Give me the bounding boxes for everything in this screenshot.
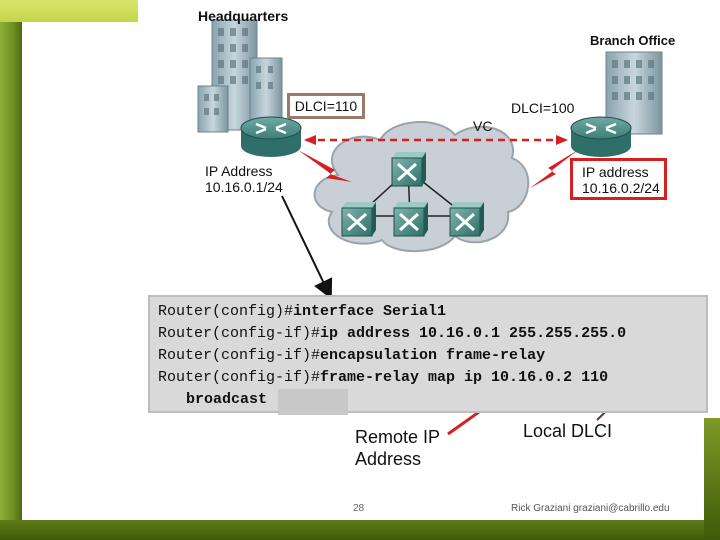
hq-router-icon — [240, 116, 302, 157]
hq-ip-label: IP Address 10.16.0.1/24 — [205, 163, 283, 195]
virtual-circuit-line — [304, 135, 568, 145]
branch-office-label: Branch Office — [590, 33, 676, 48]
cli-prompt: Router(config-if)# — [158, 325, 321, 342]
hq-ip-value: 10.16.0.1/24 — [205, 179, 283, 195]
cli-command: interface Serial1 — [293, 303, 447, 320]
cli-prompt: Router(config)# — [158, 303, 294, 320]
remote-ip-line1: Remote IP — [355, 427, 441, 447]
hq-dlci-label: DLCI=110 — [287, 93, 365, 119]
config-pointer-arrow — [281, 195, 333, 300]
slide-bottom-border — [0, 520, 720, 540]
hq-ip-title: IP Address — [205, 163, 273, 179]
cli-command: frame-relay map ip 10.16.0.2 110 — [320, 369, 609, 386]
slide-left-border — [0, 0, 22, 540]
branch-dlci-label: DLCI=100 — [511, 100, 575, 116]
frame-relay-switch-icon — [341, 152, 484, 237]
headquarters-label: Headquarters — [198, 8, 289, 24]
slide-corner — [22, 22, 36, 36]
cli-line: Router(config-if)#ip address 10.16.0.1 2… — [158, 325, 626, 342]
cli-line: Router(config-if)#encapsulation frame-re… — [158, 347, 545, 364]
slide-right-accent — [704, 418, 720, 540]
cli-continuation-text: broadcast — [186, 391, 268, 408]
branch-ip-title: IP address — [582, 164, 649, 180]
branch-ip-value: 10.16.0.2/24 — [582, 180, 660, 196]
remote-ip-annotation: Remote IP Address — [355, 426, 440, 470]
cli-line: Router(config-if)#frame-relay map ip 10.… — [158, 369, 608, 386]
cli-gap-block — [278, 389, 348, 415]
page-number: 28 — [353, 503, 365, 514]
cli-command: encapsulation frame-relay — [320, 347, 546, 364]
headquarters-building-icon — [197, 19, 283, 133]
cli-config-box: Router(config)#interface Serial1 Router(… — [148, 295, 708, 413]
branch-ip-label: IP address 10.16.0.2/24 — [570, 158, 667, 200]
cli-command: ip address 10.16.0.1 255.255.255.0 — [320, 325, 627, 342]
cli-line: Router(config)#interface Serial1 — [158, 303, 446, 320]
footer-author: Rick Graziani graziani@cabrillo.edu — [511, 503, 670, 514]
branch-router-icon — [570, 116, 632, 157]
cli-prompt: Router(config-if)# — [158, 347, 321, 364]
vc-label: VC — [473, 118, 493, 134]
cli-prompt: Router(config-if)# — [158, 369, 321, 386]
remote-ip-line2: Address — [355, 449, 422, 469]
slide-top-left-accent — [0, 0, 138, 22]
serial-link-icon — [298, 150, 578, 188]
cli-continuation: broadcast — [186, 391, 267, 408]
local-dlci-annotation: Local DLCI — [523, 421, 613, 441]
